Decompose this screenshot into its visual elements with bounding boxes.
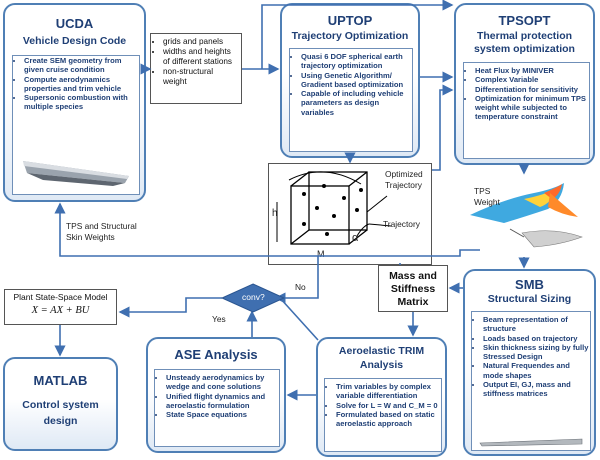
arrow-grids-to-tpsopt	[261, 0, 454, 69]
uptop-item: Quasi 6 DOF spherical earth trajectory o…	[301, 52, 412, 71]
uptop-item: Capable of including vehicle parameters …	[301, 89, 412, 117]
mass-stiffness-line-1: Mass and	[389, 270, 437, 282]
tpsopt-list: Heat Flux by MINIVER Complex Variable Di…	[463, 62, 590, 159]
uptop-list: Quasi 6 DOF spherical earth trajectory o…	[289, 48, 413, 152]
trajectory-cube-diagram	[276, 171, 392, 257]
decision-label: conv?	[242, 292, 265, 302]
trim-item: Trim variables by complex variable diffe…	[336, 382, 441, 401]
plant-model-box: Plant State-Space Model X = AX + BU	[4, 289, 117, 325]
smb-subtitle: Structural Sizing	[487, 293, 572, 305]
arrow-feedback-to-ucda	[54, 202, 480, 257]
smb-panel: SMB Structural Sizing Beam representatio…	[463, 269, 596, 456]
uptop-item: Using Genetic Algorithm/ Gradient based …	[301, 71, 412, 90]
decision-no-label: No	[295, 282, 306, 292]
smb-item: Skin thickness sizing by fully Stressed …	[483, 343, 590, 362]
tpsopt-item: Complex Variable Differentiation for sen…	[475, 75, 589, 94]
smb-item: Output EI, GJ, mass and stiffness matric…	[483, 380, 590, 399]
arrow-trim-to-decision	[274, 292, 319, 341]
arrow-trajectory-to-tpsopt	[432, 84, 454, 171]
ase-item: State Space equations	[166, 410, 279, 419]
matlab-title: MATLAB	[33, 373, 88, 388]
smb-list: Beam representation of structure Loads b…	[471, 311, 591, 451]
smb-title: SMB	[515, 277, 544, 292]
ase-title: ASE Analysis	[174, 347, 258, 362]
smb-item: Natural Frequendes and mode shapes	[483, 361, 590, 380]
smb-item: Loads based on trajectory	[483, 334, 590, 343]
ase-panel: ASE Analysis Unsteady aerodynamics by we…	[146, 337, 286, 453]
trim-panel: Aeroelastic TRIM Analysis Trim variables…	[316, 337, 447, 457]
plant-model-equation: X = AX + BU	[31, 305, 90, 316]
ase-item: Unsteady aerodynamics by wedge and cone …	[166, 373, 279, 392]
grids-item: grids and panels	[163, 37, 238, 47]
trim-item: Formulated based on static aeroelastic a…	[336, 410, 441, 429]
trim-title-2: Analysis	[359, 359, 404, 371]
matlab-subtitle-1: Control system	[22, 399, 99, 411]
mass-stiffness-box: Mass and Stiffness Matrix	[378, 265, 448, 312]
tpsopt-subtitle-2: system optimization	[474, 43, 575, 55]
smb-item: Beam representation of structure	[483, 315, 590, 334]
h-label: h	[272, 208, 278, 219]
uptop-panel: UPTOP Trajectory Optimization Quasi 6 DO…	[280, 3, 420, 158]
tpsopt-title: TPSOPT	[498, 13, 551, 28]
plant-model-title: Plant State-Space Model	[13, 292, 108, 302]
tps-weight-label-2: Weight	[474, 197, 500, 207]
optimized-trajectory-label-2: Trajectory	[385, 180, 422, 190]
trajectory-label: Trajectory	[383, 219, 420, 229]
trim-title-1: Aeroelastic TRIM	[338, 345, 425, 357]
tps-weight-label-1: TPS	[474, 186, 491, 196]
beam-model-image	[479, 438, 583, 447]
ase-list: Unsteady aerodynamics by wedge and cone …	[154, 369, 280, 447]
ucda-subtitle: Vehicle Design Code	[22, 35, 127, 47]
mass-stiffness-line-3: Matrix	[397, 296, 429, 308]
ase-item: Unified flight dynamics and aeroelastic …	[166, 392, 279, 411]
m-label: M	[317, 249, 325, 259]
matlab-subtitle-2: design	[43, 415, 78, 427]
uptop-subtitle: Trajectory Optimization	[291, 30, 409, 42]
ucda-item: Create SEM geometry from given cruise co…	[24, 56, 139, 75]
ucda-item: Compute aerodynamics properties and trim…	[24, 75, 139, 94]
ucda-title: UCDA	[55, 16, 94, 31]
trim-item: Solve for L = W and C_M = 0	[336, 401, 441, 410]
arrow-decision-no	[284, 256, 319, 299]
decision-yes-label: Yes	[212, 314, 226, 324]
mass-stiffness-line-2: Stiffness	[390, 283, 436, 295]
grids-item: widths and heights of different stations	[163, 47, 238, 67]
tpsopt-subtitle-1: Thermal protection	[476, 30, 573, 42]
trim-list: Trim variables by complex variable diffe…	[324, 378, 442, 452]
alpha-label: α	[352, 232, 359, 244]
uptop-title: UPTOP	[327, 13, 373, 28]
feedback-label-2: Skin Weights	[66, 232, 115, 242]
grids-box: grids and panels widths and heights of d…	[150, 33, 242, 104]
tps-weight-image	[470, 183, 583, 248]
tpsopt-item: Heat Flux by MINIVER	[475, 66, 589, 75]
ucda-list: Create SEM geometry from given cruise co…	[12, 55, 140, 195]
arrow-decision-yes	[118, 297, 222, 318]
optimized-trajectory-label-1: Optimized	[385, 169, 423, 179]
decision-diamond	[220, 283, 286, 313]
feedback-label-1: TPS and Structural	[66, 221, 137, 231]
matlab-panel: MATLAB Control system design	[3, 357, 118, 451]
ucda-item: Supersonic combustion with multiple spec…	[24, 93, 139, 112]
tpsopt-panel: TPSOPT Thermal protection system optimiz…	[454, 3, 595, 165]
ucda-panel: UCDA Vehicle Design Code Create SEM geom…	[3, 3, 146, 202]
grids-item: non-structural weight	[163, 67, 238, 87]
vehicle-image	[23, 161, 129, 186]
tpsopt-item: Optimization for minimum TPS weight whil…	[475, 94, 589, 122]
